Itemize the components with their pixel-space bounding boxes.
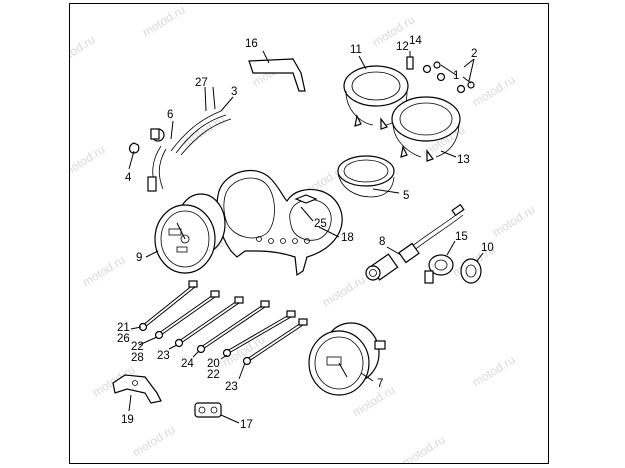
part-18-mounting-bracket bbox=[216, 169, 343, 277]
callout-6: 6 bbox=[167, 109, 173, 121]
socket-leader-lines bbox=[130, 326, 246, 380]
part-13-housing bbox=[391, 96, 461, 162]
callout-16: 16 bbox=[245, 38, 258, 50]
callout-18: 18 bbox=[341, 232, 354, 244]
callout-26: 26 bbox=[117, 333, 130, 345]
diagram-frame: motod.ru motod.ru motod.ru motod.ru moto… bbox=[69, 3, 549, 464]
callout-13: 13 bbox=[457, 154, 470, 166]
callout-27: 27 bbox=[195, 77, 208, 89]
callout-22a: 22 bbox=[131, 341, 144, 353]
callout-20: 20 bbox=[207, 358, 220, 370]
callout-19: 19 bbox=[121, 414, 134, 426]
callout-2: 2 bbox=[471, 48, 477, 60]
part-5-ring bbox=[337, 155, 400, 198]
callout-12: 12 bbox=[396, 41, 409, 53]
callout-10: 10 bbox=[481, 242, 494, 254]
hardware-fasteners bbox=[406, 51, 475, 94]
part-8-speedo-cable bbox=[365, 203, 465, 281]
callout-4: 4 bbox=[125, 172, 132, 184]
part-9-speedometer bbox=[145, 193, 226, 274]
part-wiring-harness bbox=[128, 86, 234, 192]
bulb-socket-assemblies bbox=[138, 280, 308, 366]
part-25-indicator bbox=[300, 206, 314, 222]
callout-28: 28 bbox=[131, 352, 144, 364]
callout-23a: 23 bbox=[157, 350, 170, 362]
callout-7: 7 bbox=[377, 378, 383, 390]
callout-17: 17 bbox=[240, 419, 253, 431]
callout-1: 1 bbox=[453, 70, 459, 82]
callout-14: 14 bbox=[409, 35, 422, 47]
callout-8: 8 bbox=[379, 236, 385, 248]
callout-9: 9 bbox=[136, 252, 142, 264]
parts-diagram: 1 2 3 4 5 6 7 8 9 10 11 12 13 14 15 16 1… bbox=[112, 35, 494, 431]
callout-11: 11 bbox=[350, 44, 362, 56]
part-16-bracket bbox=[248, 50, 306, 92]
part-19-bracket bbox=[112, 374, 162, 412]
part-7-tachometer bbox=[308, 322, 386, 396]
callout-5: 5 bbox=[403, 190, 409, 202]
callout-25: 25 bbox=[314, 218, 327, 230]
callout-15: 15 bbox=[455, 231, 468, 243]
callout-24: 24 bbox=[181, 358, 194, 370]
callout-23b: 23 bbox=[225, 381, 238, 393]
part-10-washer bbox=[460, 252, 484, 284]
part-17-connector bbox=[194, 402, 240, 424]
callout-21: 21 bbox=[117, 322, 130, 334]
callout-3: 3 bbox=[231, 86, 237, 98]
part-15-drive-unit bbox=[424, 240, 456, 284]
callout-22b: 22 bbox=[207, 369, 220, 381]
part-11-housing bbox=[343, 55, 409, 130]
